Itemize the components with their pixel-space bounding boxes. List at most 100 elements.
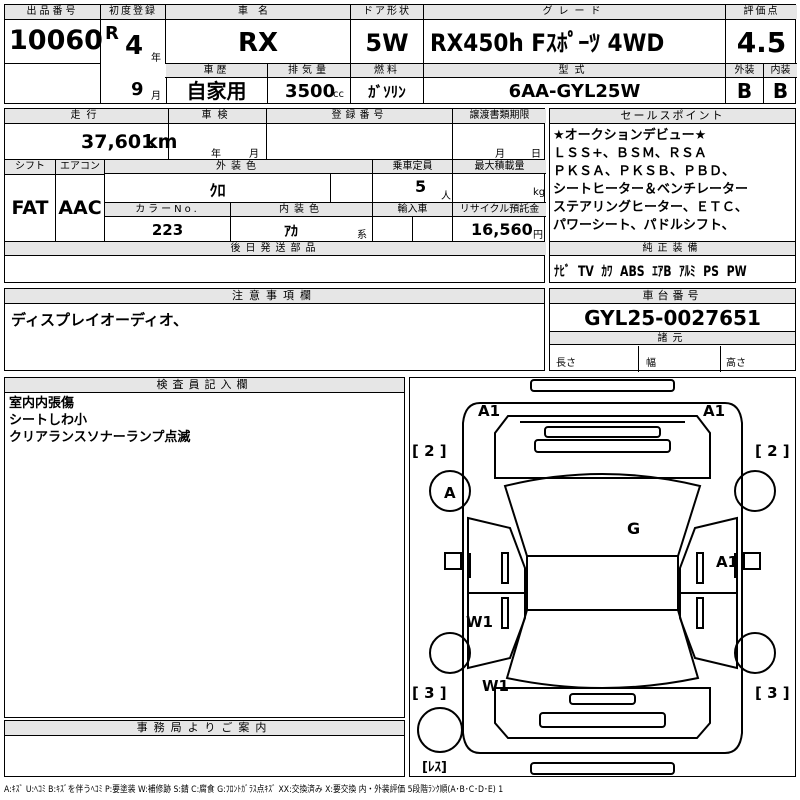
- mileage-value: 37,601: [81, 131, 155, 153]
- mark-3-left: [ 3 ]: [412, 684, 447, 702]
- chassis-value: GYL25-0027651: [584, 306, 761, 330]
- fuel-label: 燃料: [351, 64, 423, 77]
- inspection-month-unit: 月: [249, 149, 259, 160]
- mark-tire-a: A: [444, 484, 456, 502]
- mileage-label: 走行: [5, 109, 168, 123]
- car-diagram: A1 A1 [ 2 ] [ 2 ] A G A1 W1 W1 [ 3 ] [ 3…: [409, 377, 796, 777]
- grade-text: RX450h Fｽﾎﾟｰﾂ 4WD: [430, 29, 665, 57]
- caution-label: 注意事項欄: [5, 289, 544, 304]
- chassis-block: 車台番号 GYL25-0027651 諸元 長さ 幅 高さ: [549, 288, 796, 372]
- type-value: 6AA-GYL25W: [508, 81, 641, 102]
- mark-a1-side: A1: [716, 553, 738, 571]
- door-label: ドア形状: [351, 5, 423, 19]
- mark-2-right: [ 2 ]: [755, 442, 790, 460]
- equip-item: ｴｱB: [652, 264, 672, 280]
- inspection-label: 車検: [169, 109, 266, 123]
- int-label: 内装: [764, 64, 797, 77]
- equip-list: ﾅﾋﾞ TV ｶﾜ ABS ｴｱB ｱﾙﾐ PS PW: [554, 261, 800, 281]
- office-label: 事務局よりご案内: [5, 721, 404, 736]
- color-label: 外装色: [105, 160, 372, 173]
- year-unit: 年: [151, 53, 161, 64]
- transfer-month-unit: 月: [495, 149, 505, 160]
- import-label: 輸入車: [373, 203, 452, 216]
- equip-item: ABS: [620, 264, 645, 280]
- recycle-value: 16,560: [471, 220, 533, 239]
- mark-g: G: [627, 519, 640, 538]
- inspection-year-unit: 年: [211, 149, 221, 160]
- sales-line: ★オークションデビュー★: [553, 128, 707, 143]
- width-label: 幅: [646, 358, 656, 369]
- intcolor-unit: 系: [357, 230, 367, 241]
- year-value: 4: [125, 31, 144, 61]
- intcolor-value: ｱｶ: [284, 224, 298, 240]
- sales-line: パワーシート、パドルシフト、: [553, 218, 735, 233]
- month-unit: 月: [151, 91, 161, 102]
- equip-label: 純正装備: [550, 242, 795, 256]
- int-value: B: [772, 79, 789, 103]
- displacement-label: 排気量: [268, 64, 350, 77]
- colorno-label: カラーNo.: [105, 203, 230, 216]
- score-value: 4.5: [736, 26, 787, 59]
- shift-label: シフト: [5, 160, 55, 174]
- sales-line: ステアリングヒーター、ＥＴＣ、: [553, 200, 748, 215]
- first-reg-label: 初度登録: [101, 5, 165, 19]
- mark-a1-right: A1: [703, 402, 725, 420]
- lot-label: 出品番号: [5, 5, 100, 19]
- intcolor-label: 内装色: [231, 203, 372, 216]
- mark-res: [ﾚｽ]: [422, 760, 447, 775]
- inspector-line: 室内内張傷: [9, 396, 75, 411]
- grade-label: グレード: [424, 5, 725, 19]
- shift-value: FAT: [11, 197, 49, 219]
- sales-line: ＰＫＳＡ、ＰＫＳＢ、ＰＢＤ、: [553, 164, 736, 179]
- colorno-value: 223: [151, 221, 184, 239]
- ac-value: AAC: [58, 197, 102, 219]
- mark-a1-left: A1: [478, 402, 500, 420]
- equip-item: TV: [577, 264, 594, 280]
- equip-item: PS: [703, 264, 719, 280]
- grade-value: RX450h Fｽﾎﾟｰﾂ 4WD: [430, 23, 725, 63]
- equip-item: ﾅﾋﾞ: [554, 264, 571, 280]
- mileage-unit: km: [145, 131, 178, 153]
- equip-item: PW: [726, 264, 747, 280]
- load-unit: kg: [533, 187, 546, 198]
- legend: A:ｷｽﾞ U:ﾍｺﾐ B:ｷｽﾞを伴うﾍｺﾐ P:要塗装 W:補修跡 S:錆 …: [4, 782, 796, 795]
- sales-label: セールスポイント: [550, 109, 795, 124]
- score-label: 評価点: [726, 5, 797, 19]
- chassis-label: 車台番号: [550, 289, 795, 304]
- sales-lines: ★オークションデビュー★ ＬＳＳ+、ＢＳＭ、ＲＳＡ ＰＫＳＡ、ＰＫＳＢ、ＰＢＤ、…: [553, 127, 797, 235]
- model-value: RX: [237, 28, 279, 58]
- displacement-value: 3500: [285, 81, 336, 102]
- capacity-value: 5: [415, 177, 427, 196]
- caution-block: 注意事項欄 ディスプレイオーディオ、: [4, 288, 545, 371]
- car-outline-diagram: A1 A1 [ 2 ] [ 2 ] A G A1 W1 W1 [ 3 ] [ 3…: [412, 379, 790, 775]
- history-value: 自家用: [186, 79, 247, 103]
- model-label: 車名: [166, 5, 350, 19]
- inspector-line: クリアランスソナーランプ点滅: [9, 430, 191, 445]
- recycle-label: リサイクル預託金: [453, 203, 546, 216]
- era-value: R: [105, 23, 119, 44]
- type-label: 型式: [424, 64, 725, 77]
- inspector-notes: 室内内張傷 シートしわ小 クリアランスソナーランプ点滅: [9, 395, 190, 446]
- length-label: 長さ: [556, 358, 576, 369]
- ext-value: B: [736, 79, 753, 103]
- capacity-unit: 人: [441, 191, 451, 202]
- equip-item: ｱﾙﾐ: [679, 264, 696, 280]
- mark-3-right: [ 3 ]: [755, 684, 790, 702]
- inspector-line: シートしわ小: [9, 413, 88, 428]
- legend-text: A:ｷｽﾞ U:ﾍｺﾐ B:ｷｽﾞを伴うﾍｺﾐ P:要塗装 W:補修跡 S:錆 …: [4, 785, 504, 795]
- height-label: 高さ: [726, 358, 746, 369]
- load-label: 最大積載量: [453, 160, 546, 173]
- mark-2-left: [ 2 ]: [412, 442, 447, 460]
- capacity-label: 乗車定員: [373, 160, 452, 173]
- ac-label: エアコン: [56, 160, 104, 174]
- door-value: 5W: [365, 29, 409, 57]
- spec-label: 諸元: [550, 332, 795, 345]
- sales-point-block: セールスポイント ★オークションデビュー★ ＬＳＳ+、ＢＳＭ、ＲＳＡ ＰＫＳＡ、…: [549, 108, 796, 283]
- office-block: 事務局よりご案内: [4, 720, 405, 777]
- mark-w1-a: W1: [466, 613, 493, 631]
- displacement-unit: cc: [333, 89, 344, 100]
- regno-label: 登録番号: [267, 109, 452, 123]
- vehicle-info-block: 走行 車検 登録番号 譲渡書類期限 37,601 km 年 月 月 日 シフト …: [4, 108, 546, 283]
- later-label: 後日発送部品: [5, 242, 546, 255]
- transfer-day-unit: 日: [531, 149, 541, 160]
